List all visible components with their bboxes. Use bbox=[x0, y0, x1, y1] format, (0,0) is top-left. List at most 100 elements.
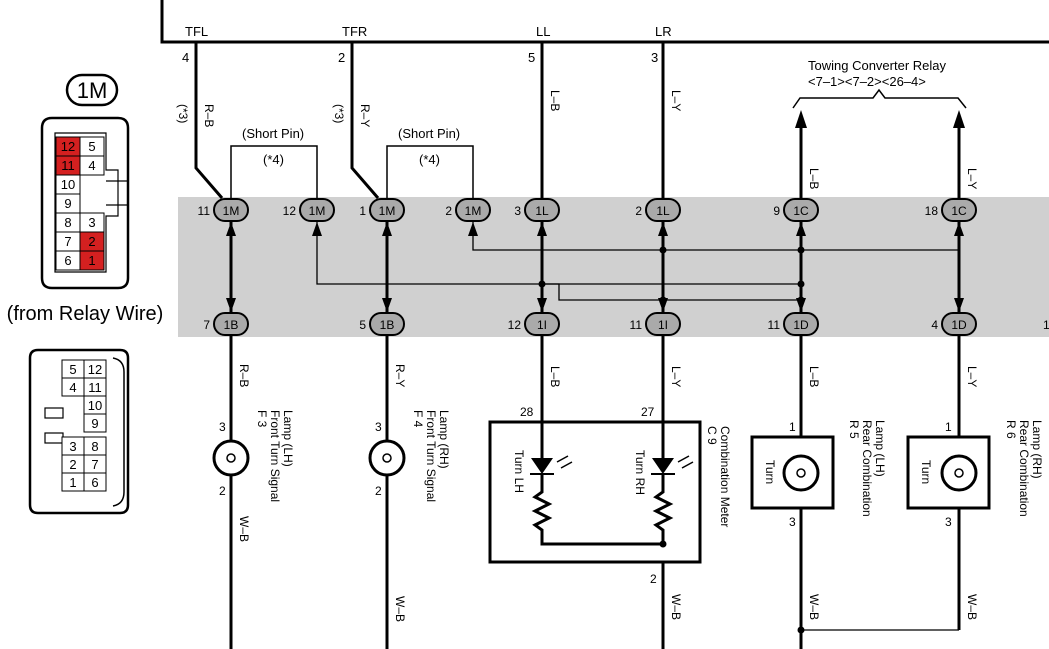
svg-text:C 9: C 9 bbox=[705, 426, 719, 445]
svg-text:10: 10 bbox=[88, 398, 102, 413]
svg-text:(*3): (*3) bbox=[176, 104, 190, 123]
short-pin-1 bbox=[230, 145, 318, 198]
svg-text:L–B: L–B bbox=[548, 366, 562, 387]
svg-text:Rear Combination: Rear Combination bbox=[1017, 420, 1031, 517]
svg-text:Turn RH: Turn RH bbox=[633, 450, 647, 495]
svg-text:27: 27 bbox=[641, 405, 655, 419]
component-r6: Turn 1 3 R 6 Rear Combination Lamp (RH) bbox=[906, 420, 1044, 529]
wire-tfl bbox=[194, 42, 224, 199]
svg-text:(Short Pin): (Short Pin) bbox=[398, 126, 460, 141]
component-f3: 3 2 F 3 Front Turn Signal Lamp (LH) bbox=[212, 410, 295, 502]
svg-text:Lamp (RH): Lamp (RH) bbox=[437, 410, 451, 469]
svg-text:6: 6 bbox=[64, 253, 71, 268]
relay-bracket bbox=[792, 88, 967, 109]
svg-text:R–B: R–B bbox=[202, 104, 216, 127]
lower-wires bbox=[229, 335, 961, 649]
svg-text:2: 2 bbox=[445, 204, 452, 218]
svg-text:L–Y: L–Y bbox=[965, 168, 979, 189]
svg-text:1M: 1M bbox=[77, 78, 108, 103]
connector-pill: 1C 9 bbox=[773, 198, 819, 222]
svg-text:4: 4 bbox=[931, 318, 938, 332]
component-r5: Turn 1 3 R 5 Rear Combination Lamp (LH) bbox=[750, 420, 887, 529]
svg-text:1L: 1L bbox=[535, 204, 549, 218]
svg-text:11: 11 bbox=[630, 318, 643, 332]
svg-text:L–Y: L–Y bbox=[669, 90, 683, 111]
svg-text:1: 1 bbox=[88, 253, 95, 268]
svg-text:L–B: L–B bbox=[548, 90, 562, 111]
svg-text:Front Turn Signal: Front Turn Signal bbox=[268, 410, 282, 502]
svg-text:1M: 1M bbox=[379, 204, 396, 218]
svg-text:3: 3 bbox=[88, 215, 95, 230]
svg-text:12: 12 bbox=[283, 204, 297, 218]
svg-text:12: 12 bbox=[508, 318, 522, 332]
svg-text:Front Turn Signal: Front Turn Signal bbox=[424, 410, 438, 502]
svg-text:11: 11 bbox=[61, 158, 75, 173]
svg-text:1C: 1C bbox=[951, 204, 967, 218]
svg-text:6: 6 bbox=[91, 475, 98, 490]
svg-text:1B: 1B bbox=[380, 318, 395, 332]
svg-text:2: 2 bbox=[88, 234, 95, 249]
svg-text:1: 1 bbox=[789, 420, 796, 434]
svg-text:9: 9 bbox=[773, 204, 780, 218]
svg-text:(from Relay Wire): (from Relay Wire) bbox=[7, 303, 164, 325]
svg-text:12: 12 bbox=[88, 362, 102, 377]
svg-text:11: 11 bbox=[768, 318, 781, 332]
svg-text:Lamp (LH): Lamp (LH) bbox=[281, 410, 295, 467]
component-c9: 28 27 2 C 9 Combination Meter Turn LH Tu… bbox=[488, 405, 732, 586]
svg-text:(Short Pin): (Short Pin) bbox=[242, 126, 304, 141]
connector-pill: 1L2 bbox=[635, 198, 681, 222]
svg-text:R–Y: R–Y bbox=[358, 104, 372, 127]
svg-text:W–B: W–B bbox=[669, 594, 683, 620]
relay-arrow-lh bbox=[795, 110, 807, 128]
svg-text:4: 4 bbox=[88, 158, 95, 173]
svg-text:1: 1 bbox=[359, 204, 366, 218]
svg-text:W–B: W–B bbox=[965, 594, 979, 620]
svg-text:L–B: L–B bbox=[807, 366, 821, 387]
svg-text:1M: 1M bbox=[223, 204, 240, 218]
svg-text:Combination Meter: Combination Meter bbox=[718, 426, 732, 527]
svg-text:Turn: Turn bbox=[763, 460, 777, 484]
svg-text:11: 11 bbox=[88, 380, 102, 395]
wire-name-ll: LL bbox=[536, 24, 550, 39]
wire-color-labels: (*3) R–B (*3) R–Y L–B L–Y L–B L–Y R–B R–… bbox=[176, 90, 979, 622]
connector-pill: 1M 1 bbox=[359, 198, 405, 222]
svg-text:R 6: R 6 bbox=[1004, 420, 1018, 439]
svg-text:1D: 1D bbox=[951, 318, 967, 332]
svg-text:10: 10 bbox=[61, 177, 75, 192]
svg-text:7: 7 bbox=[64, 234, 71, 249]
svg-text:3: 3 bbox=[69, 439, 76, 454]
connector-1m-face: 1M 12 11 10 9 8 7 6 5 4 3 2 1 (from R bbox=[7, 73, 164, 325]
edge-pin-label: 1 bbox=[1043, 318, 1049, 332]
svg-text:1L: 1L bbox=[656, 204, 670, 218]
short-pin-2 bbox=[386, 145, 474, 198]
relay-refs: <7–1><7–2><26–4> bbox=[808, 74, 926, 89]
svg-text:2: 2 bbox=[650, 572, 657, 586]
short-pin-labels: (Short Pin) (*4) (Short Pin) (*4) bbox=[242, 126, 460, 167]
svg-text:9: 9 bbox=[64, 196, 71, 211]
svg-text:1C: 1C bbox=[793, 204, 809, 218]
connector-pill: 1B5 bbox=[359, 312, 405, 336]
svg-text:R 5: R 5 bbox=[847, 420, 861, 439]
svg-text:(*4): (*4) bbox=[419, 152, 440, 167]
svg-text:8: 8 bbox=[64, 215, 71, 230]
svg-text:Lamp (LH): Lamp (LH) bbox=[873, 420, 887, 477]
svg-text:1I: 1I bbox=[537, 318, 547, 332]
svg-text:F 3: F 3 bbox=[255, 410, 269, 428]
svg-text:2: 2 bbox=[69, 457, 76, 472]
svg-text:1M: 1M bbox=[309, 204, 326, 218]
svg-text:1: 1 bbox=[945, 420, 952, 434]
svg-text:R–B: R–B bbox=[237, 364, 251, 387]
svg-text:W–B: W–B bbox=[393, 596, 407, 622]
connector-pill: 1M 12 bbox=[283, 198, 335, 222]
wire-name-tfr: TFR bbox=[342, 24, 367, 39]
connector-pill: 1I 11 bbox=[630, 312, 681, 336]
svg-text:7: 7 bbox=[91, 457, 98, 472]
svg-text:1I: 1I bbox=[658, 318, 668, 332]
junction-arrows bbox=[226, 222, 964, 312]
svg-text:1: 1 bbox=[69, 475, 76, 490]
svg-text:2: 2 bbox=[219, 484, 226, 498]
